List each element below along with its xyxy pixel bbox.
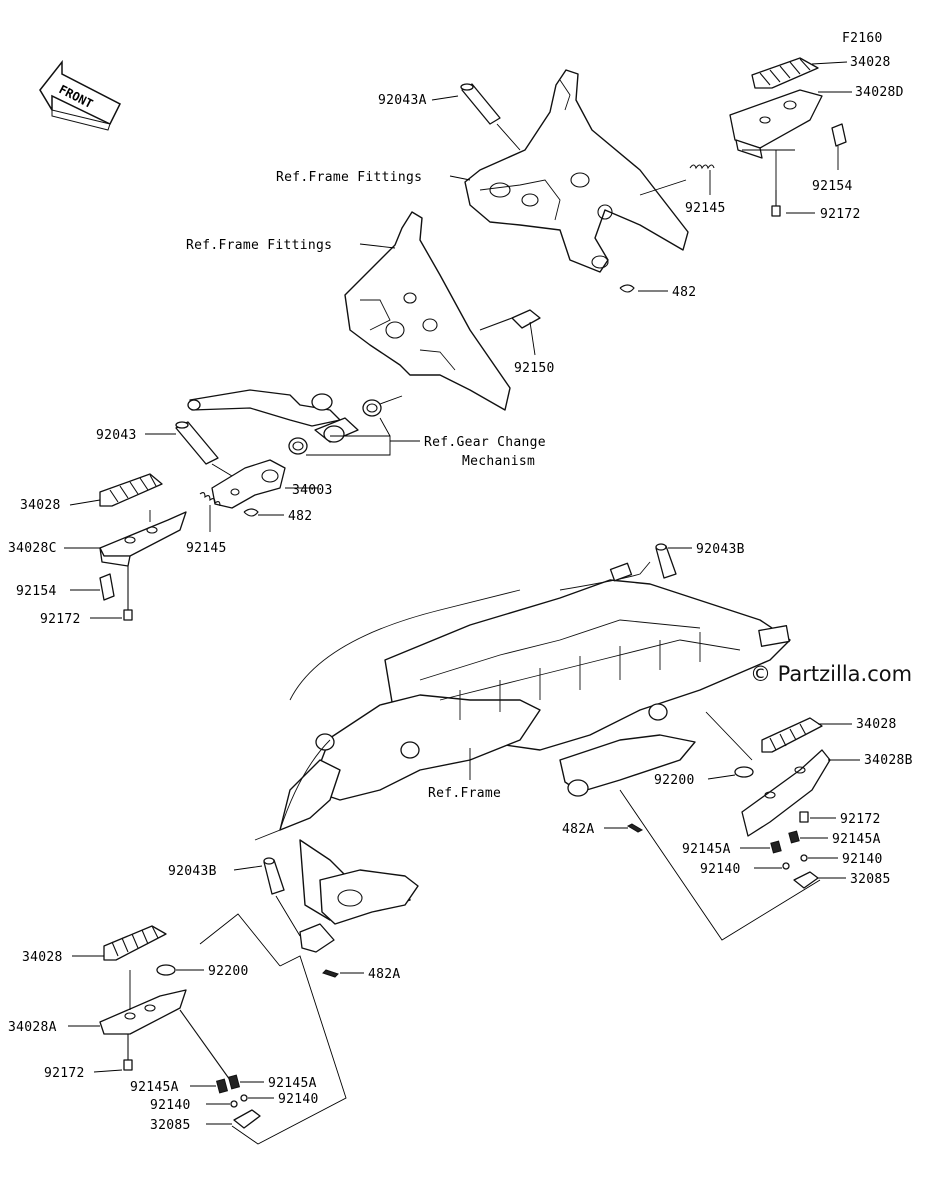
- label-32085-left: 32085: [150, 1118, 191, 1133]
- bolt-92172-right: [799, 811, 809, 823]
- label-34028d: 34028D: [855, 85, 904, 100]
- footpeg-34028b: [741, 749, 831, 837]
- pin-92043: [175, 421, 219, 465]
- bolt-92172-upper: [771, 190, 781, 217]
- label-482-upper: 482: [672, 285, 696, 300]
- spring-92145a-right: [770, 830, 800, 854]
- spring-92145-upper: [689, 164, 715, 170]
- label-34028-mid: 34028: [20, 498, 61, 513]
- label-92140-left-2: 92140: [278, 1092, 319, 1107]
- label-92200-right: 92200: [654, 773, 695, 788]
- footpeg-34028c: [99, 511, 187, 567]
- watermark: © Partzilla.com: [750, 662, 912, 686]
- label-482-mid: 482: [288, 509, 312, 524]
- ref-gear-change-line2: Mechanism: [462, 454, 535, 469]
- bolt-92172-left: [123, 1034, 133, 1071]
- label-92145a-left-2: 92145A: [268, 1076, 317, 1091]
- figure-id: F2160: [842, 31, 883, 46]
- footpeg-34028a: [99, 989, 231, 1081]
- clip-482-upper: [619, 284, 635, 293]
- shift-lever: [187, 389, 359, 443]
- plate-32085-right: [793, 871, 819, 889]
- rubber-34028-mid: [99, 473, 163, 507]
- main-frame: [254, 561, 791, 925]
- label-92200-left: 92200: [208, 964, 249, 979]
- ref-frame: Ref.Frame: [428, 786, 501, 801]
- rubber-34028-upper: [751, 57, 819, 89]
- upper-right-bracket: [464, 69, 689, 273]
- clip-482-mid: [243, 508, 259, 517]
- ball-92140-left: [230, 1094, 248, 1108]
- footpeg-34028d: [729, 89, 823, 159]
- label-92140-right-1: 92140: [700, 862, 741, 877]
- label-92172-right: 92172: [840, 812, 881, 827]
- label-34028-upper: 34028: [850, 55, 891, 70]
- pin-92043b-right: [655, 543, 677, 579]
- bracket-34003: [211, 459, 286, 509]
- pin-92043b-left: [263, 857, 285, 895]
- label-92145a-left-1: 92145A: [130, 1080, 179, 1095]
- middle-bracket: [344, 211, 511, 411]
- clip-482a-right: [626, 823, 644, 833]
- label-34003: 34003: [292, 483, 333, 498]
- label-34028-right: 34028: [856, 717, 897, 732]
- ref-frame-fittings-upper: Ref.Frame Fittings: [276, 170, 422, 185]
- label-92145a-right-2: 92145A: [832, 832, 881, 847]
- ring-seal: [288, 399, 382, 455]
- rubber-34028-right: [761, 717, 823, 753]
- label-92145-mid: 92145: [186, 541, 227, 556]
- ball-92140-right: [782, 854, 808, 870]
- label-34028c: 34028C: [8, 541, 57, 556]
- label-92043b-left: 92043B: [168, 864, 217, 879]
- bolt-92150: [479, 309, 541, 331]
- pin-92043a: [460, 83, 501, 125]
- clip-482a-left: [322, 969, 339, 978]
- label-482a-right: 482A: [562, 822, 595, 837]
- label-92043b-right: 92043B: [696, 542, 745, 557]
- label-34028b: 34028B: [864, 753, 913, 768]
- bolt-92172-mid: [123, 566, 133, 621]
- label-92145a-right-1: 92145A: [682, 842, 731, 857]
- spring-92145a-left: [215, 1074, 241, 1094]
- label-34028-left: 34028: [22, 950, 63, 965]
- label-92043: 92043: [96, 428, 137, 443]
- stopper-92154-mid: [99, 573, 115, 601]
- rubber-34028-left: [103, 925, 167, 961]
- label-92154-mid: 92154: [16, 584, 57, 599]
- label-32085-right: 32085: [850, 872, 891, 887]
- label-92150: 92150: [514, 361, 555, 376]
- spring-92145-mid: [199, 492, 221, 507]
- label-92172-left: 92172: [44, 1066, 85, 1081]
- label-482a-left: 482A: [368, 967, 401, 982]
- label-92172-mid: 92172: [40, 612, 81, 627]
- bracket-left-lower: [299, 923, 335, 953]
- ref-frame-fittings-lower: Ref.Frame Fittings: [186, 238, 332, 253]
- label-92154-upper: 92154: [812, 179, 853, 194]
- washer-92200-left: [156, 964, 176, 976]
- washer-92200-right: [734, 766, 754, 778]
- label-92140-left-1: 92140: [150, 1098, 191, 1113]
- label-92172-upper: 92172: [820, 207, 861, 222]
- stopper-92154-upper: [831, 123, 847, 147]
- label-92140-right-2: 92140: [842, 852, 883, 867]
- label-92043a: 92043A: [378, 93, 427, 108]
- label-34028a: 34028A: [8, 1020, 57, 1035]
- ref-gear-change-line1: Ref.Gear Change: [424, 435, 546, 450]
- front-arrow-icon: FRONT: [39, 59, 122, 131]
- plate-32085-left: [233, 1109, 261, 1129]
- label-92145-upper: 92145: [685, 201, 726, 216]
